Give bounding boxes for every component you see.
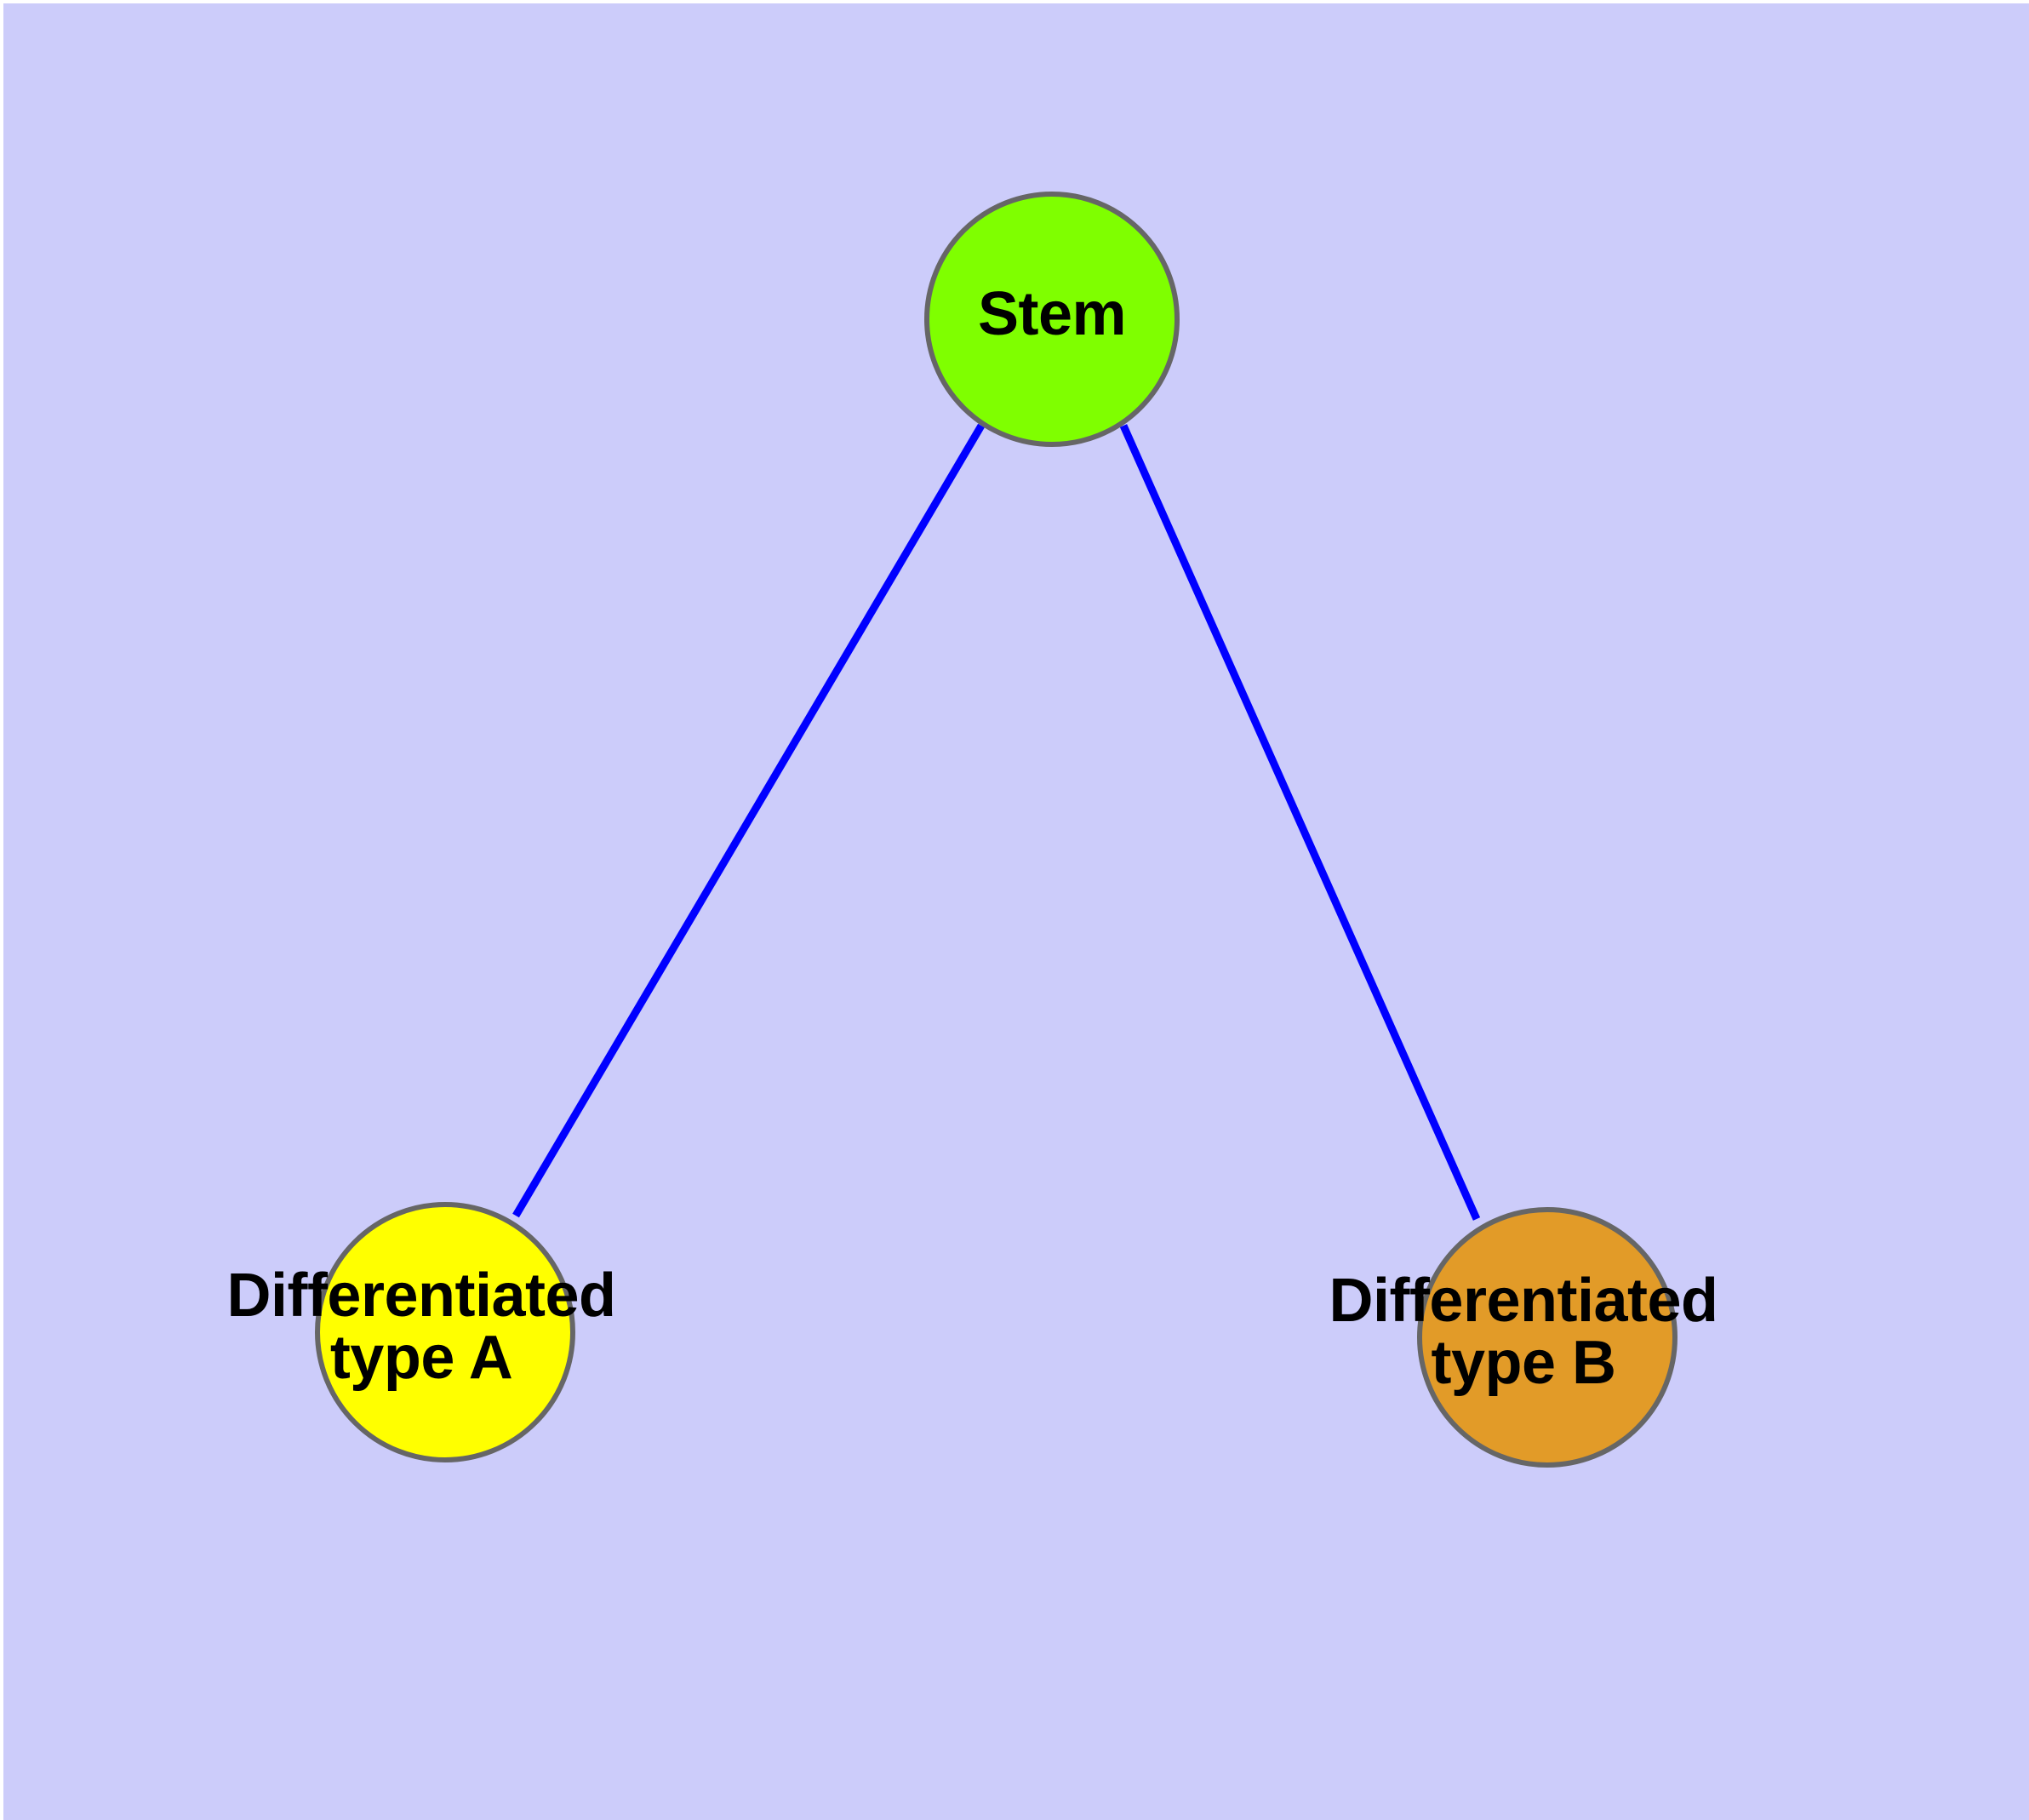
edges-group: [512, 423, 1481, 1221]
node-circle-diff_a[interactable]: [315, 1202, 575, 1462]
nodes-group: [315, 192, 1677, 1468]
edge-stem-to-diff-a: [512, 423, 985, 1218]
edge-stem-to-diff-b: [1119, 424, 1481, 1221]
node-circle-diff_b[interactable]: [1417, 1207, 1677, 1468]
node-circle-stem[interactable]: [924, 192, 1180, 447]
